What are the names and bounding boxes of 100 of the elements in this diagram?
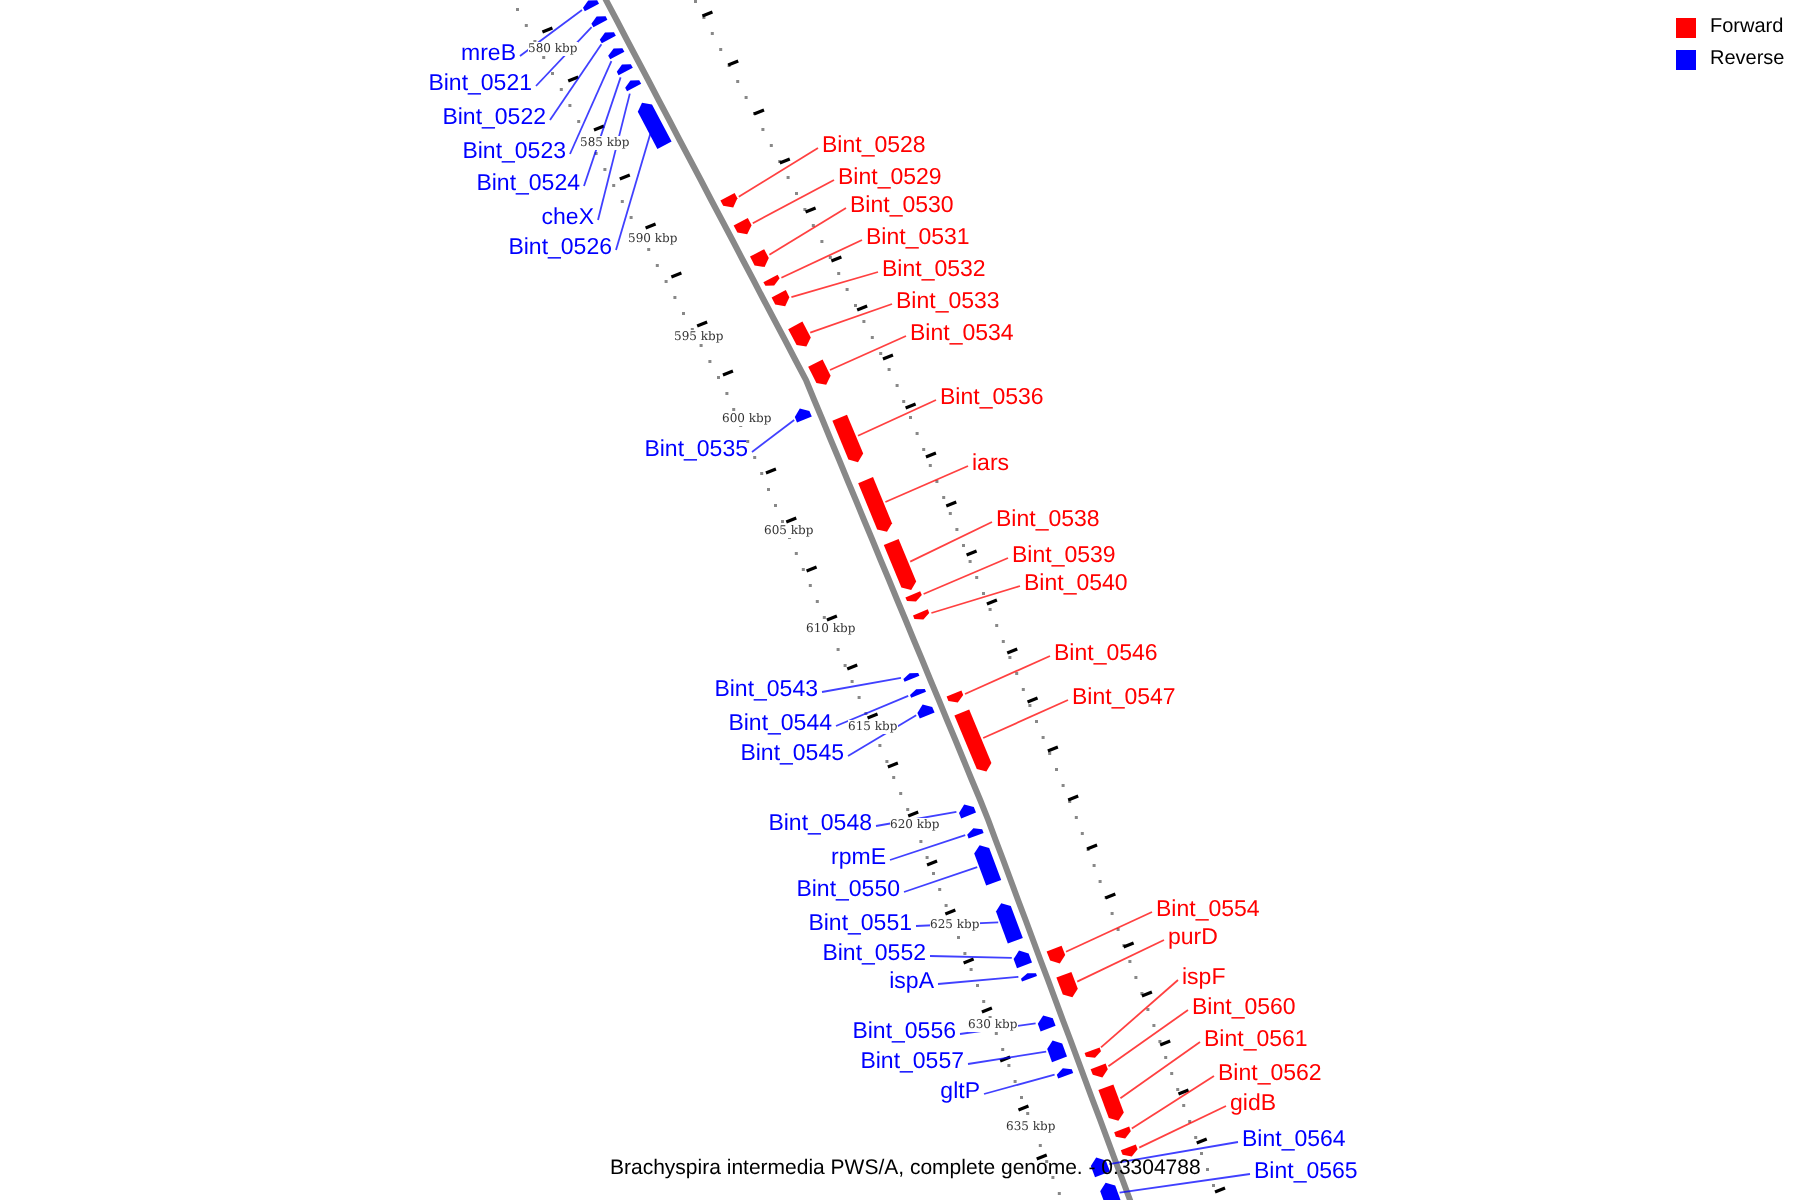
leader-line (597, 92, 631, 221)
gene-block (959, 804, 976, 819)
leader-line (1138, 1105, 1227, 1149)
gene-label: Bint_0521 (428, 72, 532, 98)
leader-line (569, 60, 613, 155)
leader-line (903, 866, 979, 893)
gene-block (1114, 1126, 1131, 1139)
gene-block (625, 80, 642, 92)
gene-label: Bint_0551 (808, 912, 912, 938)
gene-block (858, 477, 892, 532)
gene-label: Bint_0545 (740, 742, 844, 768)
gene-label: Bint_0533 (896, 290, 1000, 316)
leader-line (751, 179, 835, 225)
gene-label: cheX (541, 206, 594, 232)
gene-block (591, 16, 608, 28)
leader-line (780, 239, 863, 279)
gene-block (913, 609, 930, 620)
leader-line (549, 43, 603, 121)
legend-label: Reverse (1710, 48, 1785, 72)
leader-line (889, 834, 967, 861)
gene-label: Bint_0529 (838, 166, 942, 192)
gene-block (1056, 1068, 1074, 1079)
leader-line (1108, 1141, 1239, 1166)
gene-label: Bint_0562 (1218, 1062, 1322, 1088)
gene-block (1021, 973, 1037, 982)
gene-block (905, 591, 922, 602)
gene-label: Bint_0536 (940, 386, 1044, 412)
gene-label: Bint_0556 (852, 1020, 956, 1046)
gene-label: Bint_0538 (996, 508, 1100, 534)
gene-block (1084, 1047, 1101, 1058)
gene-label: Bint_0544 (728, 712, 832, 738)
gene-label: Bint_0528 (822, 134, 926, 160)
gene-label: Bint_0550 (796, 878, 900, 904)
gene-label: Bint_0561 (1204, 1028, 1308, 1054)
gene-label: Bint_0539 (1012, 544, 1116, 570)
leader-line (964, 655, 1051, 695)
leader-line (857, 399, 937, 437)
gene-block (771, 290, 790, 307)
gene-label: iars (972, 452, 1010, 478)
leader-line (1100, 979, 1179, 1049)
gene-label: Bint_0530 (850, 194, 954, 220)
leader-line (768, 207, 847, 256)
gene-label: Bint_0522 (442, 106, 546, 132)
leader-line (737, 147, 819, 198)
gene-block (917, 704, 935, 719)
leader-line (983, 1073, 1056, 1095)
gene-block (954, 709, 992, 772)
gene-block (1056, 972, 1078, 998)
gene-label: Bint_0523 (462, 140, 566, 166)
leader-line (982, 699, 1069, 739)
gene-block (608, 48, 625, 60)
leader-line (884, 465, 969, 503)
gene-label: Bint_0526 (508, 236, 612, 262)
gene-label: gltP (940, 1080, 980, 1106)
gene-block (733, 218, 752, 235)
leader-line (1107, 1009, 1189, 1068)
gene-block (1098, 1084, 1124, 1121)
leader-line (835, 694, 910, 727)
gene-label: Bint_0543 (714, 678, 818, 704)
gene-block (996, 903, 1023, 944)
gene-label: purD (1168, 926, 1218, 952)
gene-block (883, 539, 917, 590)
gene-block (763, 274, 780, 286)
gene-label: Bint_0524 (476, 172, 580, 198)
gene-block (910, 689, 926, 698)
gene-label: ispF (1182, 966, 1226, 992)
gene-label: Bint_0552 (822, 942, 926, 968)
leader-line (821, 676, 902, 693)
gene-block (1037, 1015, 1056, 1032)
gene-block (903, 673, 920, 682)
gene-label: Bint_0534 (910, 322, 1014, 348)
leader-line (1076, 939, 1165, 983)
gene-block (808, 359, 831, 385)
leader-line (909, 521, 993, 563)
gene-label: Bint_0540 (1024, 572, 1128, 598)
gene-label: Bint_0531 (866, 226, 970, 252)
leader-line (1119, 1041, 1201, 1100)
gene-label: ispA (889, 970, 934, 996)
gene-block (946, 690, 964, 703)
leader-line (615, 132, 652, 251)
gene-label: mreB (461, 42, 516, 68)
gene-block (1090, 1063, 1108, 1078)
gene-block (616, 64, 633, 76)
gene-block (1100, 1182, 1122, 1200)
gene-block (1120, 1144, 1138, 1157)
gene-block (832, 414, 864, 463)
gene-block (788, 321, 811, 347)
leader-line (829, 335, 907, 371)
leader-line (937, 975, 1020, 985)
leader-line (790, 271, 879, 299)
gene-block (750, 249, 769, 267)
gene-label: Bint_0548 (768, 812, 872, 838)
leader-line (809, 303, 893, 334)
leader-line (1118, 1173, 1251, 1194)
gene-label: rpmE (831, 846, 886, 872)
gene-block (637, 102, 672, 149)
leader-line (583, 76, 622, 187)
leader-line (967, 1050, 1048, 1065)
gene-block (974, 845, 1002, 886)
gene-label: Bint_0564 (1242, 1128, 1346, 1154)
